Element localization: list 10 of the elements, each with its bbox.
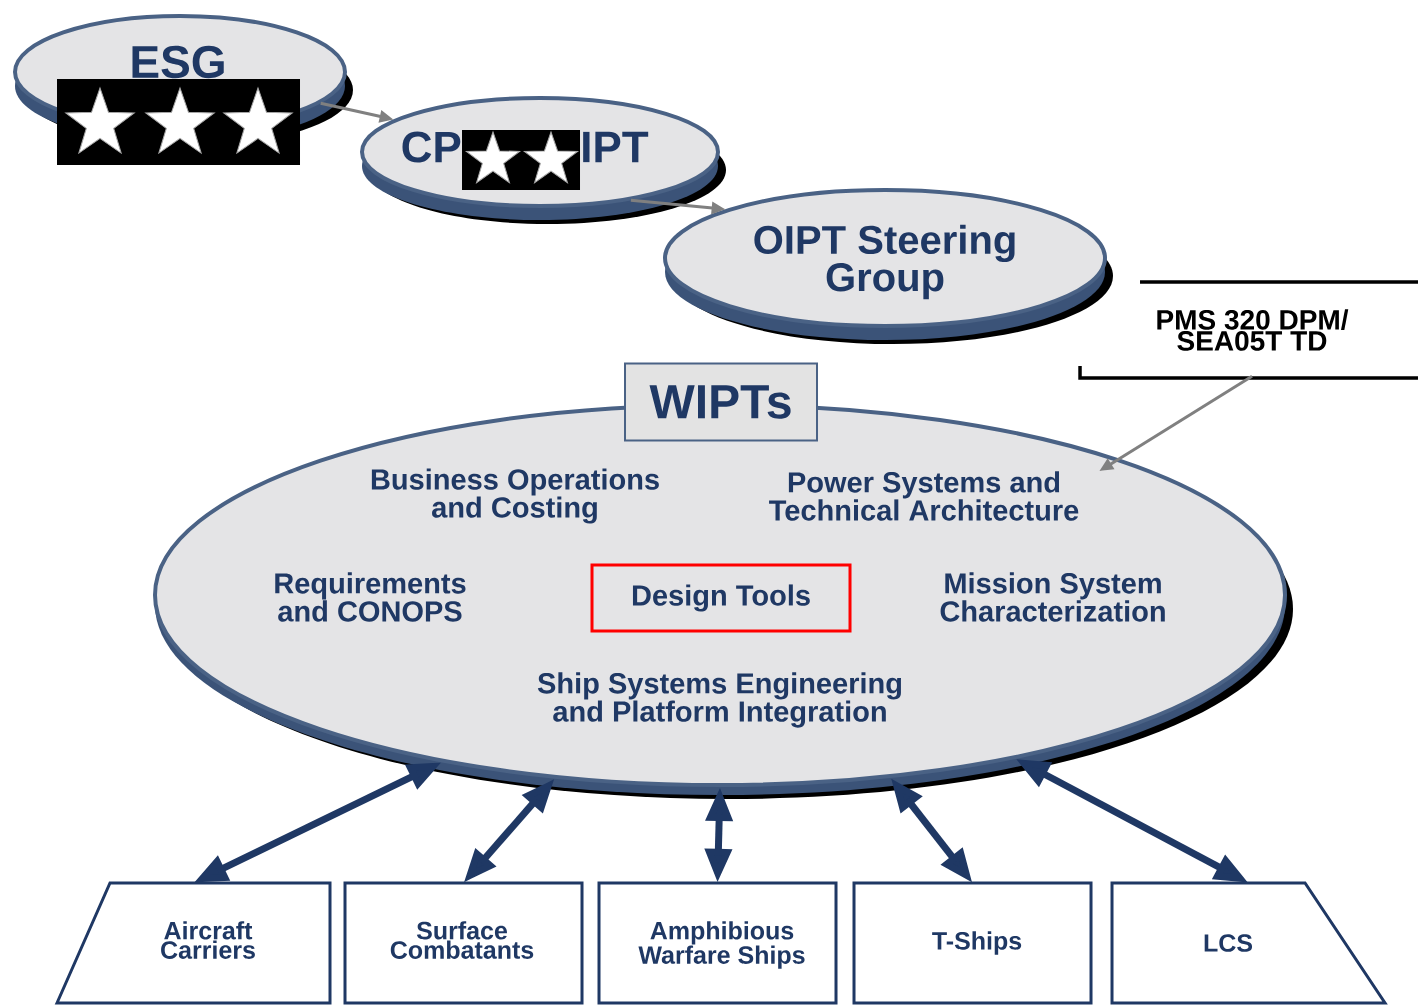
platform-box: T-Ships xyxy=(852,881,1093,1005)
platform-box: Amphibious Warfare Ships xyxy=(597,881,838,1005)
team-label: Business Operations and Costing xyxy=(371,468,659,524)
platform-box: Surface Combatants xyxy=(343,881,584,1005)
highlight-box: Design Tools xyxy=(590,563,852,633)
callout-bracket: PMS 320 DPM/ SEA05T TD xyxy=(1078,280,1418,380)
team-label: Ship Systems Engineering and Platform Integration xyxy=(537,672,901,728)
team-label: Power Systems and Technical Architecture xyxy=(769,471,1079,521)
team-label: Mission System Characterization xyxy=(940,572,1165,622)
team-label: Requirements and CONOPS xyxy=(275,572,466,622)
